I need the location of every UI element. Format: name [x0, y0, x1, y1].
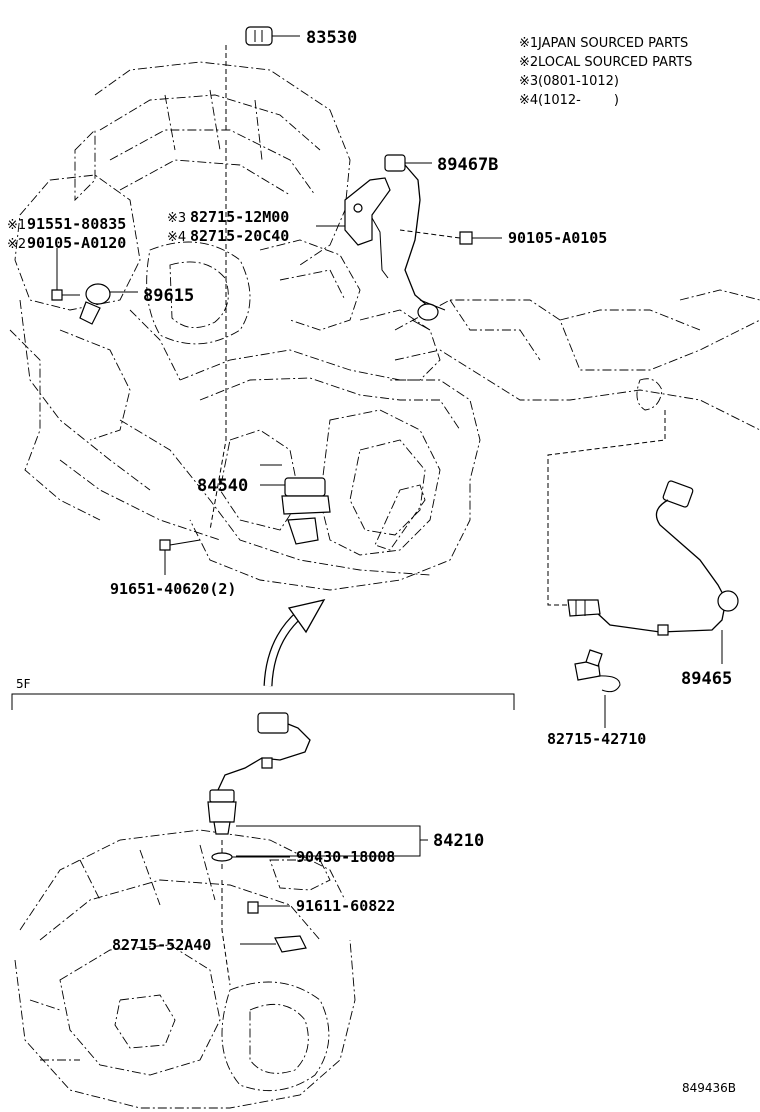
label-83530: 83530 — [306, 28, 357, 48]
oxygen-sensor-89465 — [567, 480, 739, 664]
note-4-mark: ※4 — [519, 93, 538, 108]
label-84540: 84540 — [197, 476, 248, 496]
clamp-82715-42710 — [574, 649, 621, 728]
figure-reference: 849436B — [682, 1081, 736, 1095]
label-90105-A0120: 90105-A0120 — [27, 234, 126, 252]
oil-pressure-switch-83530 — [245, 26, 300, 46]
mark-82715-20C40: ※4 — [167, 230, 186, 245]
note-3-mark: ※3 — [519, 74, 538, 89]
gasket-90430-18008 — [211, 852, 290, 862]
knock-sensor-89615 — [51, 248, 138, 325]
note-2-mark: ※2 — [519, 55, 538, 70]
mark-91551-80835: ※1 — [7, 218, 26, 233]
guide-line-84210 — [221, 840, 231, 986]
bolt-91651-40620 — [159, 539, 201, 575]
mark-90105-A0120: ※2 — [7, 237, 26, 252]
section-label-5F: 5F — [16, 677, 31, 691]
label-82715-52A40: 82715-52A40 — [112, 936, 211, 954]
label-89615: 89615 — [143, 286, 194, 306]
label-91551-80835: 91551-80835 — [27, 215, 126, 233]
label-82715-42710: 82715-42710 — [547, 730, 646, 748]
label-91611-60822: 91611-60822 — [296, 897, 395, 915]
label-90430-18008: 90430-18008 — [296, 848, 395, 866]
note-4-text: (1012- ) — [538, 93, 619, 108]
mark-82715-12M00: ※3 — [167, 211, 186, 226]
section-bracket-5F — [11, 693, 515, 710]
notes-legend: ※1 JAPAN SOURCED PARTS ※2 LOCAL SOURCED … — [519, 36, 692, 108]
label-82715-12M00: 82715-12M00 — [190, 208, 289, 226]
label-89465: 89465 — [681, 669, 732, 689]
note-1-text: JAPAN SOURCED PARTS — [537, 36, 688, 51]
label-90105-A0105: 90105-A0105 — [508, 229, 607, 247]
guide-line-83530 — [209, 45, 227, 531]
label-84210: 84210 — [433, 831, 484, 851]
clamp-82715-52A40 — [240, 935, 307, 953]
note-2-text: LOCAL SOURCED PARTS — [538, 55, 692, 70]
bolt-91611-60822 — [247, 901, 290, 914]
bolt-90105-A0105 — [399, 229, 502, 245]
label-91651-40620: 91651-40620(2) — [110, 580, 236, 598]
neutral-switch-84540 — [260, 464, 331, 545]
bracket-82715-12M00 — [316, 177, 391, 279]
engine-assembly-illustration — [9, 61, 760, 591]
guide-line-89465 — [547, 410, 666, 606]
note-1-mark: ※1 — [519, 36, 538, 51]
manual-transaxle-illustration — [14, 829, 356, 1109]
backup-lamp-switch-84210 — [207, 712, 428, 857]
sensor-89467B — [384, 154, 446, 331]
note-3-text: (0801-1012) — [538, 74, 619, 89]
label-89467B: 89467B — [437, 155, 498, 175]
label-82715-20C40: 82715-20C40 — [190, 227, 289, 245]
direction-arrow — [263, 599, 326, 687]
